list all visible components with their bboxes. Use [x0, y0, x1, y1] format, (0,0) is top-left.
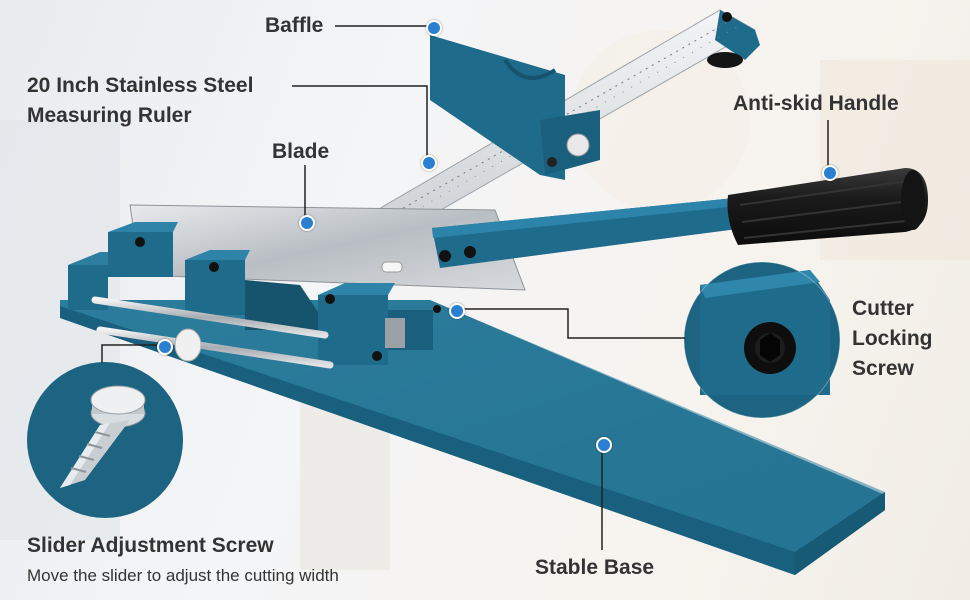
leader-lines [101, 25, 829, 550]
slider-screw-inset [27, 362, 183, 518]
handle-label: Anti-skid Handle [733, 92, 899, 115]
baffle-label: Baffle [265, 14, 324, 37]
locking-label-line1: Cutter [852, 297, 914, 320]
slider-screw-caption: Move the slider to adjust the cutting wi… [27, 566, 339, 585]
ruler-label-line1: 20 Inch Stainless Steel [27, 74, 254, 97]
slider-assembly [68, 222, 441, 369]
stable-base [60, 300, 885, 575]
locking-screw-marker [449, 303, 465, 319]
locking-screw-inset [683, 261, 841, 419]
base-marker [596, 437, 612, 453]
locking-label-line2: Locking [852, 327, 933, 350]
baffle-marker [426, 20, 442, 36]
handle-arm [432, 198, 745, 268]
base-label: Stable Base [535, 556, 655, 579]
anti-skid-grip [727, 168, 928, 245]
slider-screw-marker [157, 339, 173, 355]
slider-screw-label: Slider Adjustment Screw [27, 534, 274, 557]
blade-label: Blade [272, 140, 330, 163]
ruler-label-line2: Measuring Ruler [27, 104, 192, 127]
blade-marker [299, 215, 315, 231]
baffle-plate [430, 35, 600, 180]
locking-label-line3: Screw [852, 357, 914, 380]
ruler-marker [421, 155, 437, 171]
handle-marker [822, 165, 838, 181]
